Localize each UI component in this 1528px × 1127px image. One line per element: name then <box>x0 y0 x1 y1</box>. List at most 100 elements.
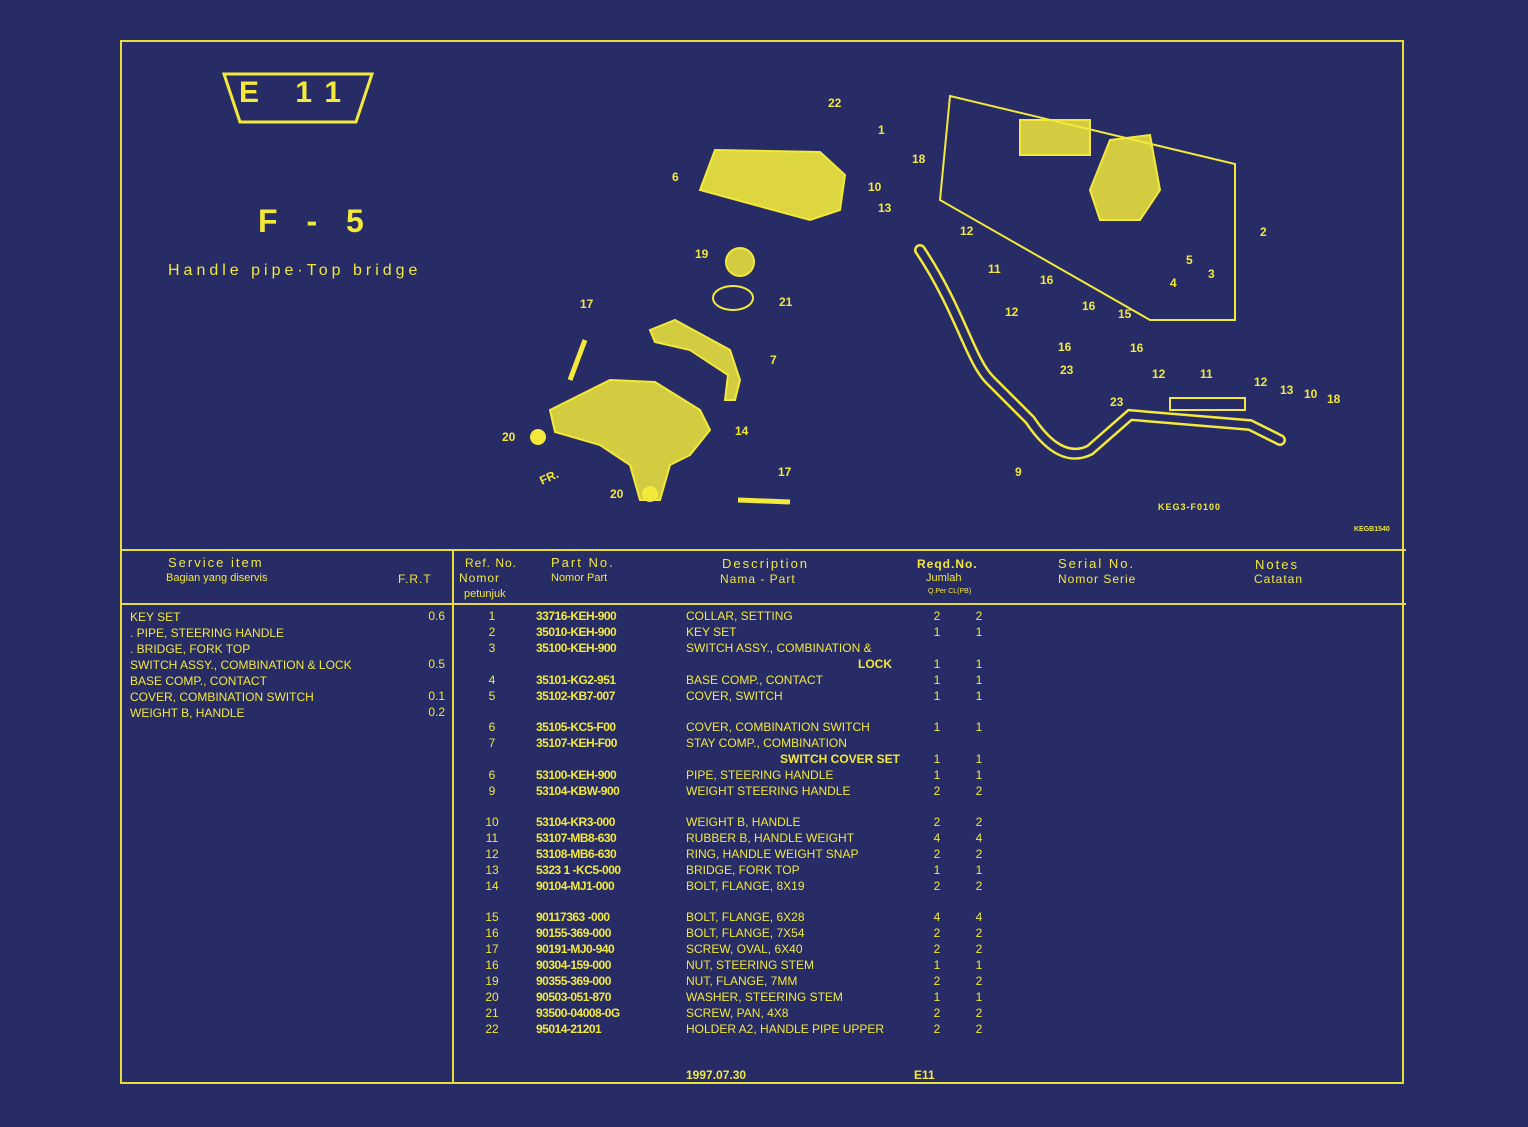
part-description: BOLT, FLANGE, 8X19 <box>686 879 805 893</box>
bolt-17b <box>737 497 791 505</box>
part-number: 53108-MB6-630 <box>536 847 617 861</box>
header-service-item-id: Bagian yang diservis <box>166 572 268 584</box>
bolt-17a <box>567 339 588 381</box>
svg-text:18: 18 <box>912 152 926 166</box>
header-ref-no: Ref. No. <box>465 556 518 570</box>
column-divider <box>452 549 454 1084</box>
page-code-badge <box>221 72 375 124</box>
part-qty-per: 2 <box>933 974 941 988</box>
part-number: 35100-KEH-900 <box>536 641 617 655</box>
svg-text:3: 3 <box>1208 267 1215 281</box>
part-qty-per: 2 <box>933 1006 941 1020</box>
part-ref-number: 17 <box>485 942 499 956</box>
footer-date: 1997.07.30 <box>686 1068 747 1082</box>
service-item-name: SWITCH ASSY., COMBINATION & LOCK <box>130 658 352 672</box>
part-number: 90503-051-870 <box>536 990 611 1004</box>
part-number: 35107-KEH-F00 <box>536 736 617 750</box>
service-item-frt: 0.5 <box>428 657 445 671</box>
part-ref-number: 16 <box>485 958 499 972</box>
svg-text:6: 6 <box>672 170 679 184</box>
part-qty-cl: 1 <box>975 958 983 972</box>
part-number: 90191-MJ0-940 <box>536 942 615 956</box>
part-qty-cl: 2 <box>975 974 983 988</box>
svg-text:23: 23 <box>1060 363 1074 377</box>
part-ref-number: 16 <box>485 926 499 940</box>
svg-text:16: 16 <box>1040 273 1054 287</box>
part-number: 90104-MJ1-000 <box>536 879 615 893</box>
header-reqd-no-id: Jumlah <box>926 572 962 584</box>
svg-text:15: 15 <box>1118 307 1132 321</box>
part-qty-cl: 1 <box>975 689 983 703</box>
part-ref-number: 20 <box>485 990 499 1004</box>
service-item-name: . BRIDGE, FORK TOP <box>130 642 251 656</box>
header-notes: Notes <box>1255 557 1299 572</box>
part-qty-cl: 1 <box>975 657 983 671</box>
svg-text:20: 20 <box>502 430 516 444</box>
part-ref-number: 22 <box>485 1022 499 1036</box>
header-part-no-id: Nomor Part <box>551 572 608 584</box>
svg-text:10: 10 <box>1304 387 1318 401</box>
ignition-switch <box>1088 133 1162 221</box>
part-qty-per: 2 <box>933 1022 941 1036</box>
part-ref-number: 19 <box>485 974 499 988</box>
part-ref-number: 15 <box>485 910 499 924</box>
svg-text:11: 11 <box>1200 367 1213 381</box>
washer-20a <box>530 429 546 445</box>
washer <box>712 285 754 311</box>
header-reqd-no: Reqd.No. <box>917 557 978 571</box>
part-number: 5323 1 -KC5-000 <box>536 863 621 877</box>
part-qty-per: 1 <box>933 768 941 782</box>
part-qty-cl: 1 <box>975 720 983 734</box>
svg-text:22: 22 <box>828 96 842 110</box>
svg-text:16: 16 <box>1082 299 1096 313</box>
header-serial-no-id: Nomor Serie <box>1058 572 1137 586</box>
part-qty-per: 1 <box>933 625 941 639</box>
part-qty-cl: 2 <box>975 784 983 798</box>
part-qty-cl: 2 <box>975 815 983 829</box>
service-item-frt: 0.6 <box>428 609 445 623</box>
part-qty-per: 2 <box>933 609 941 623</box>
part-qty-cl: 2 <box>975 609 983 623</box>
header-description-id: Nama - Part <box>720 572 796 586</box>
svg-text:FR.: FR. <box>537 467 560 488</box>
svg-text:7: 7 <box>770 353 777 367</box>
part-description: RING, HANDLE WEIGHT SNAP <box>686 847 859 861</box>
part-description: COLLAR, SETTING <box>686 609 793 623</box>
part-number: 53107-MB8-630 <box>536 831 617 845</box>
part-ref-number: 6 <box>488 768 496 782</box>
diagram-code-secondary: KEGB1540 <box>1354 526 1390 533</box>
part-ref-number: 4 <box>488 673 496 687</box>
figure-number: F - 5 <box>258 203 374 239</box>
fork-top-bridge <box>548 378 712 501</box>
part-ref-number: 6 <box>488 720 496 734</box>
part-number: 93500-04008-0G <box>536 1006 620 1020</box>
page-frame <box>120 40 1404 1084</box>
table-header-top-rule <box>120 549 1406 551</box>
part-qty-cl: 2 <box>975 942 983 956</box>
svg-text:19: 19 <box>695 247 709 261</box>
service-item-name: WEIGHT B, HANDLE <box>130 706 245 720</box>
part-description: BRIDGE, FORK TOP <box>686 863 800 877</box>
service-item-frt: 0.2 <box>428 705 445 719</box>
stay-combination <box>648 318 742 401</box>
svg-text:12: 12 <box>960 224 974 238</box>
part-qty-cl: 1 <box>975 863 983 877</box>
part-qty-per: 4 <box>933 831 941 845</box>
svg-text:16: 16 <box>1130 341 1144 355</box>
header-description: Description <box>722 556 810 571</box>
svg-text:5: 5 <box>1186 253 1193 267</box>
svg-text:4: 4 <box>1170 276 1177 290</box>
part-description: SCREW, PAN, 4X8 <box>686 1006 789 1020</box>
part-number: 95014-21201 <box>536 1022 602 1036</box>
svg-text:13: 13 <box>1280 383 1294 397</box>
part-number: 35101-KG2-951 <box>536 673 616 687</box>
svg-text:18: 18 <box>1327 392 1341 406</box>
part-qty-per: 1 <box>933 657 941 671</box>
part-number: 35010-KEH-900 <box>536 625 617 639</box>
part-qty-cl: 1 <box>975 625 983 639</box>
part-description: WEIGHT STEERING HANDLE <box>686 784 851 798</box>
part-qty-per: 2 <box>933 847 941 861</box>
header-frt: F.R.T <box>398 572 432 586</box>
service-item-name: . PIPE, STEERING HANDLE <box>130 626 285 640</box>
